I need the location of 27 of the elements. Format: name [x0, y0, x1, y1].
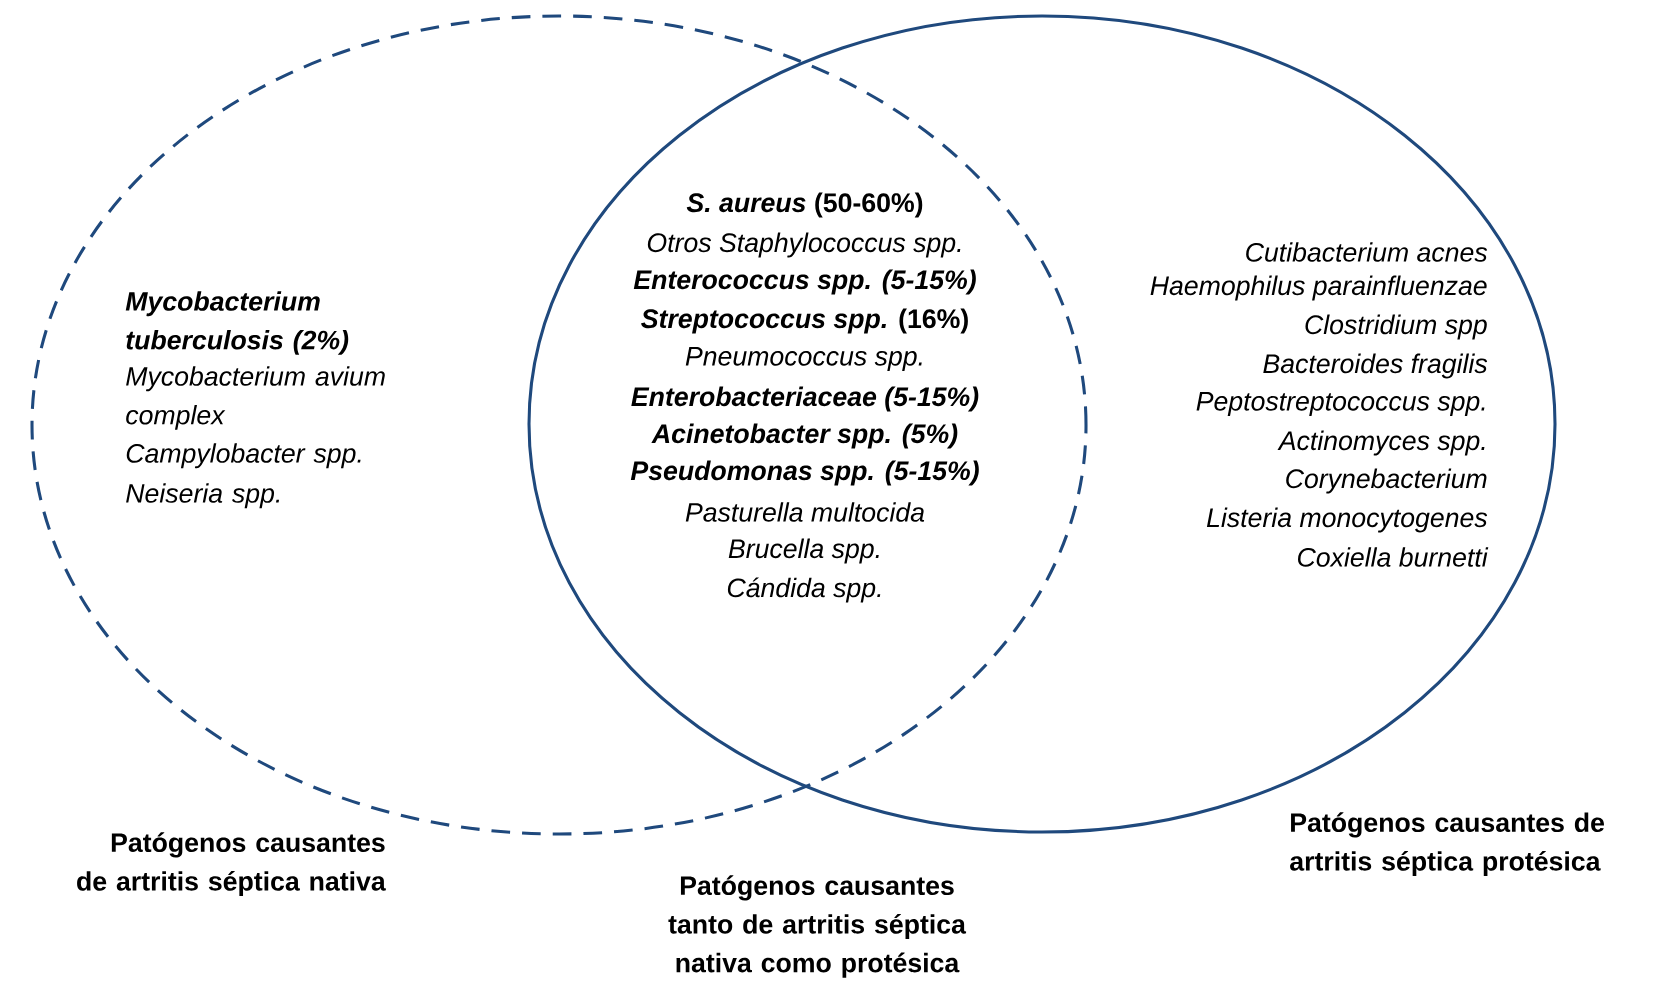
- caption: Patógenos causantes tanto de artritis séptica nativa como protésica: [668, 875, 967, 978]
- species-name: Mycobacterium avium complex: [126, 366, 385, 430]
- species-name: Coxiella burnetti: [1298, 547, 1489, 567]
- species-name: Bacteroides fragilis: [1263, 353, 1488, 379]
- species-name: Haemophilus parainfluenzae: [1150, 275, 1487, 301]
- species-name: Streptococcus spp. (16%): [641, 308, 968, 334]
- species-name: Clostridium spp: [1305, 314, 1487, 340]
- species-name: Pneumococcus spp.: [685, 347, 922, 371]
- species-name: Brucella spp.: [728, 538, 879, 564]
- species-name: Enterococcus spp. (5-15%): [633, 269, 976, 295]
- species-name: Neiseria spp.: [126, 483, 280, 509]
- species-name: Listeria monocytogenes: [1206, 507, 1488, 533]
- species-name: Corynebacterium: [1286, 468, 1487, 494]
- set-caption: Patógenos causantes de artritis séptica protésica: [1290, 812, 1604, 877]
- species-name: Actinomyces spp.: [1277, 430, 1485, 456]
- species-name: Otros Staphylococcus spp.: [647, 232, 961, 258]
- species-name: Enterobacteriaceae (5-15%): [631, 386, 979, 412]
- species-name: Mycobacterium tuberculosis (2%): [125, 291, 349, 355]
- set-caption: Patógenos causantes de artritis séptica nativa: [77, 832, 386, 897]
- species-name: Cutibacterium acnes: [1246, 242, 1488, 262]
- species-name: S. aureus (50-60%): [686, 192, 923, 218]
- species-name: Acinetobacter spp. (5%): [651, 423, 958, 449]
- species-name: Peptostreptococcus spp.: [1196, 392, 1485, 416]
- species-name: Cándida spp.: [727, 577, 881, 603]
- species-name: Pseudomonas spp. (5-15%): [630, 460, 979, 486]
- species-name: Campylobacter spp.: [126, 443, 361, 469]
- species-name: Pasturella multocida: [685, 502, 925, 522]
